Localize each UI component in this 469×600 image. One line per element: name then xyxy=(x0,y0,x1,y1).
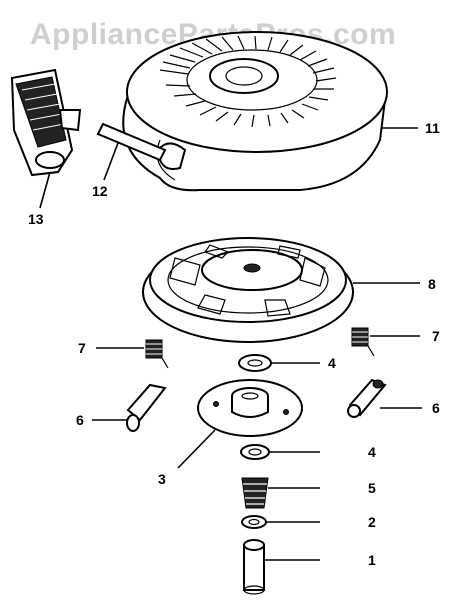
callout-11: 11 xyxy=(425,120,440,136)
callout-6-left: 6 xyxy=(76,412,84,428)
callout-8: 8 xyxy=(428,276,436,292)
callout-4-upper: 4 xyxy=(328,355,336,371)
callout-4-lower: 4 xyxy=(368,444,376,460)
part-6-pawl-right[interactable] xyxy=(347,378,387,418)
callout-2: 2 xyxy=(368,514,376,530)
callout-12: 12 xyxy=(92,183,108,199)
part-7-spring-left[interactable] xyxy=(145,339,169,369)
callout-3: 3 xyxy=(158,471,166,487)
part-13-starter-handle[interactable] xyxy=(10,68,82,177)
callout-13: 13 xyxy=(28,211,44,227)
callout-1: 1 xyxy=(368,552,376,568)
callout-7-right: 7 xyxy=(432,328,440,344)
part-2-washer[interactable] xyxy=(241,515,267,529)
part-3-retainer-plate[interactable] xyxy=(197,379,303,437)
callout-6-right: 6 xyxy=(432,400,440,416)
part-4-washer-lower[interactable] xyxy=(240,444,270,460)
part-5-compression-spring[interactable] xyxy=(241,477,269,509)
part-11-starter-housing[interactable] xyxy=(122,31,388,192)
part-8-starter-pulley[interactable] xyxy=(142,237,354,343)
part-6-pawl-left[interactable] xyxy=(126,383,167,432)
part-7-spring-right[interactable] xyxy=(351,327,375,357)
part-4-washer-upper[interactable] xyxy=(238,354,272,372)
leader-lines xyxy=(39,127,422,561)
callout-5: 5 xyxy=(368,480,376,496)
part-1-pin[interactable] xyxy=(243,539,265,595)
callout-7-left: 7 xyxy=(78,340,86,356)
part-12-starter-rope[interactable] xyxy=(96,122,167,162)
